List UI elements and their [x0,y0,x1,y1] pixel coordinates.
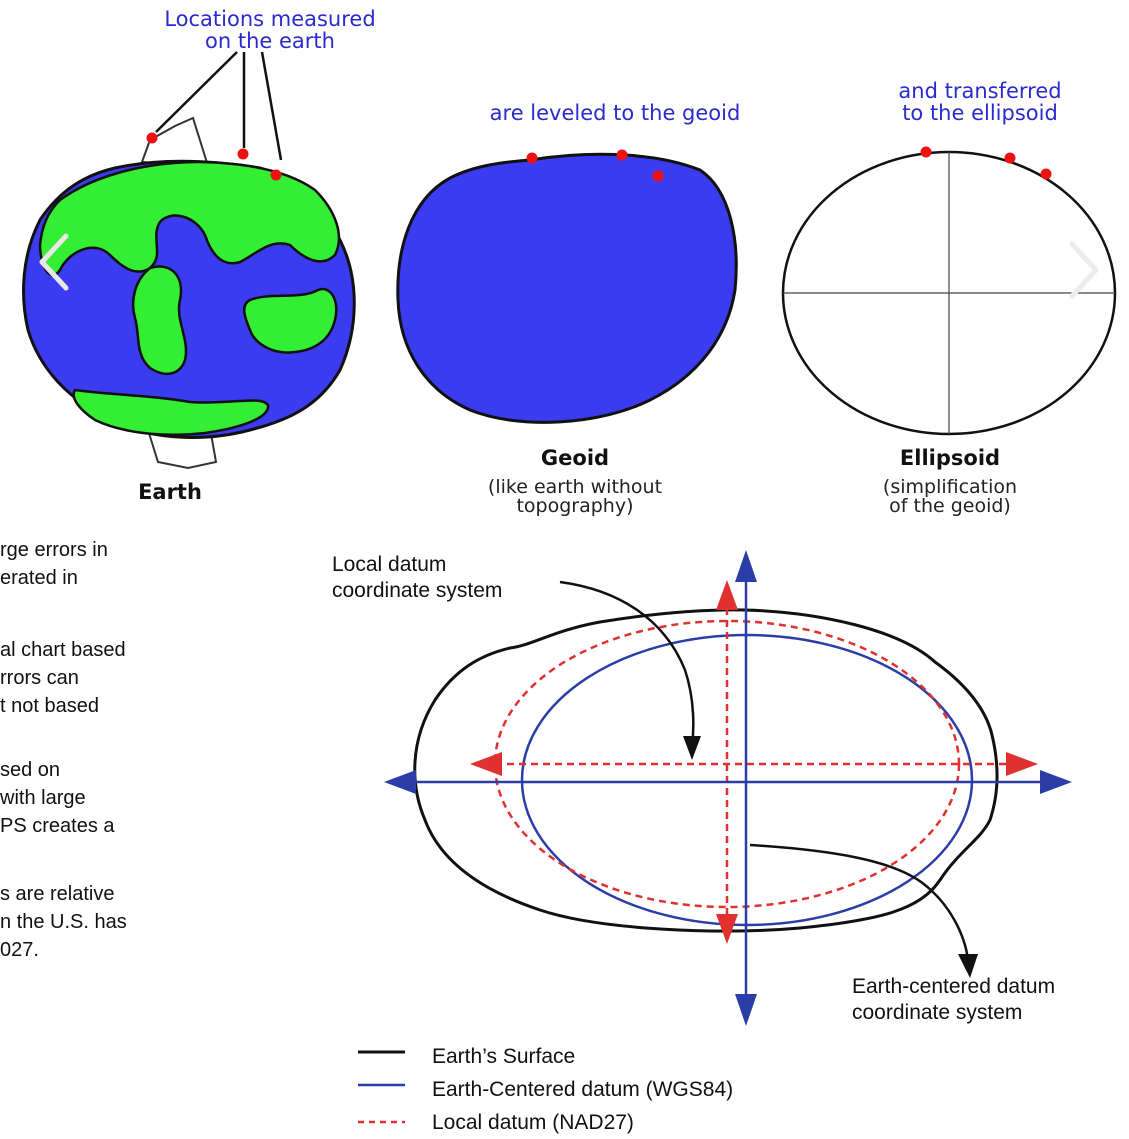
ellipsoid-shape [781,146,1117,436]
datum-diagram [358,550,1072,1124]
chevron-left-icon[interactable] [36,232,72,307]
geoid-point-2 [616,149,628,161]
earth-point-1 [146,132,158,144]
geoid-label: Geoid [540,446,610,470]
earth-land-south [72,388,270,436]
ellipsoid-caption: and transferred to the ellipsoid [898,79,1062,125]
caption-leader-lines [155,51,283,161]
earth-land-east [243,287,338,354]
ellipsoid-point-2 [1004,152,1016,164]
earth-point-3 [270,169,282,181]
geoid-point-1 [526,152,538,164]
earth-centered-datum-label: Earth-centered datum coordinate system [852,975,1056,1024]
earth-geoid-ellipsoid-illustration [22,51,1117,470]
geoid-caption: are leveled to the geoid [489,101,741,125]
earth-point-2 [237,148,249,160]
local-datum-callout-arrow [559,580,695,746]
chevron-right-icon[interactable] [1066,240,1102,315]
ec-x-arrow-right [1040,770,1072,794]
ec-y-arrow-top [735,550,757,582]
ellipsoid-point-3 [1040,168,1052,180]
earth-surface-outline [413,608,999,933]
legend-item-nad27: Local datum (NAD27) [432,1111,634,1134]
ellipsoid-label: Ellipsoid [899,446,1001,470]
clipped-body-text: rge errors in erated in al chart based r… [0,539,127,961]
geoid-point-3 [652,170,664,182]
legend-item-earth-surface: Earth’s Surface [432,1045,576,1068]
ec-x-arrow-left [384,770,416,794]
earth-label: Earth [138,480,202,504]
local-datum-label: Local datum coordinate system [332,553,503,602]
earth-globe [22,116,356,470]
ellipsoid-sublabel: (simplification of the geoid) [882,476,1018,517]
earth-caption: Locations measured on the earth [164,7,376,53]
ellipsoid-point-1 [920,146,932,158]
legend-item-wgs84: Earth-Centered datum (WGS84) [432,1078,734,1101]
earth-land-middle [131,265,188,376]
earth-centered-callout-arrow [749,843,970,961]
local-y-arrow-top [716,580,738,610]
nad27-ellipse [493,619,961,909]
ec-y-arrow-bottom [735,994,757,1026]
legend: Earth’s Surface Earth-Centered datum (WG… [432,1040,892,1139]
geoid-sublabel: (like earth without topography) [487,476,663,517]
local-x-arrow-right [1006,752,1038,776]
earth-land-north [38,160,341,277]
local-x-arrow-left [470,752,502,776]
geoid-shape [396,149,738,424]
local-y-arrow-bottom [716,914,738,944]
